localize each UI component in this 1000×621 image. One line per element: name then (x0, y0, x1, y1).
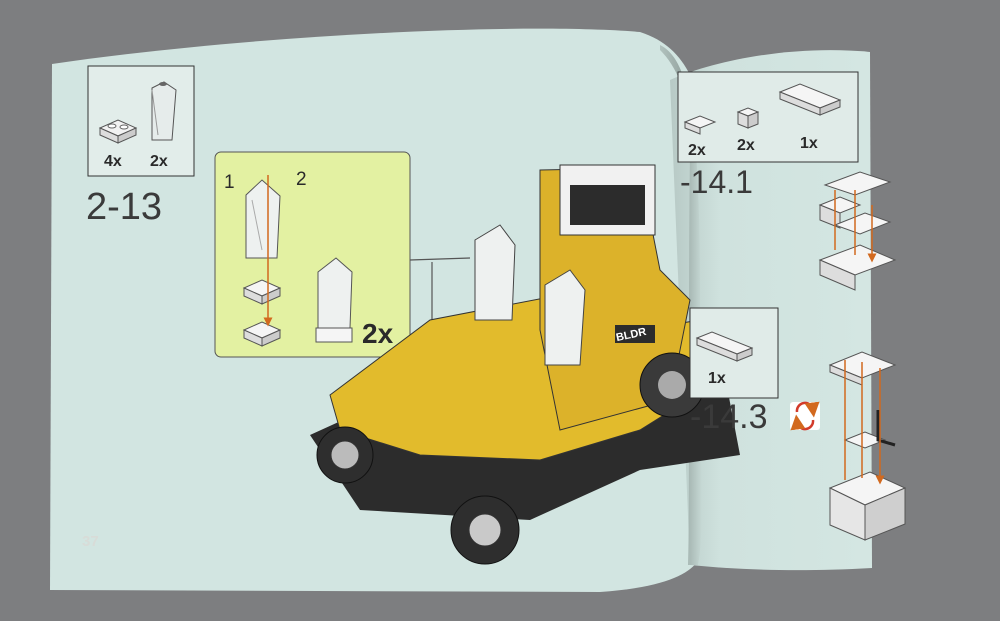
right-parts-count-1: 2x (688, 142, 706, 159)
callout-result-icon (315, 257, 353, 343)
step-number: 2-13 (86, 186, 163, 228)
right-parts-count-2: 2x (737, 137, 755, 154)
step-14-3-diagram (828, 351, 907, 541)
parts-count-slope: 2x (150, 153, 168, 170)
parts-count-plate: 4x (104, 153, 122, 170)
rotate-icon (790, 401, 820, 431)
right-parts-count-b: 1x (708, 370, 726, 387)
right-plate-1x2-icon (683, 115, 717, 135)
callout-multiplier: 2x (362, 318, 394, 349)
vehicle-model (310, 164, 740, 565)
callout-substep-2: 2 (296, 169, 307, 190)
page-number: 37 (82, 533, 99, 550)
parts-list-box-right (677, 71, 859, 163)
transparent-slope-icon (151, 81, 177, 141)
plate-1x4-icon-b (695, 331, 754, 362)
callout-substep-1: 1 (224, 172, 235, 193)
parts-list-box-left (87, 65, 195, 177)
plate-1x4-icon (778, 83, 842, 116)
brick-1x1-icon (736, 107, 760, 129)
step-number-14-3: -14.3 (690, 398, 768, 436)
right-parts-count-3: 1x (800, 135, 818, 152)
step-number-14-1: -14.1 (680, 164, 753, 200)
plate-1x2-icon (98, 119, 138, 144)
callout-plate-icon-1 (242, 279, 282, 305)
step-14-1-diagram (818, 171, 897, 291)
callout-slope-icon (245, 179, 281, 259)
